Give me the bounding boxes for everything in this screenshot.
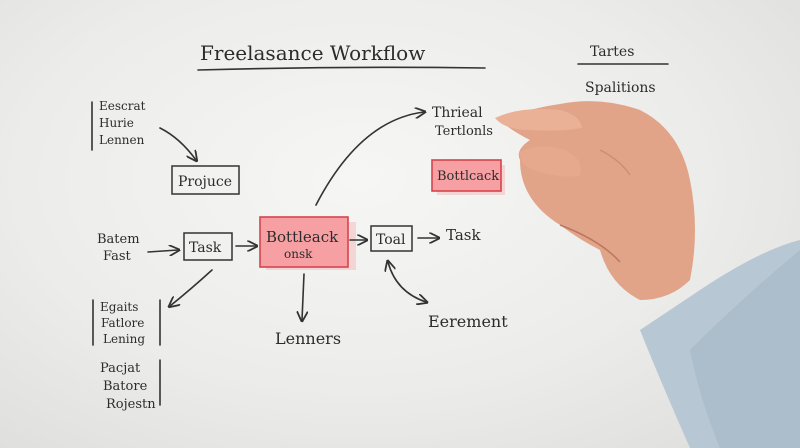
- left-bottom-line2: Batore: [103, 379, 148, 394]
- node-eerement-label: Eerement: [428, 312, 508, 331]
- node-thrieal-line2: Tertlonls: [435, 124, 493, 139]
- left-top-line1: Eescrat: [99, 99, 146, 113]
- left-lower-line1: Egaits: [100, 300, 138, 314]
- left-top-line2: Hurie: [99, 116, 134, 130]
- node-toal-box: [370, 225, 413, 252]
- corner-heading: Tartes: [590, 44, 634, 60]
- left-bottom-line3: Rojestn: [106, 397, 156, 412]
- hand-illustration: [495, 101, 800, 448]
- diagram-title: Freelasance Workflow: [200, 41, 425, 65]
- left-mid-line2: Fast: [103, 249, 132, 264]
- node-thrieal-line1: Thrieal: [432, 105, 483, 121]
- node-projuce-label: Projuce: [178, 174, 232, 190]
- arrow-bottleneck-to-lenners: [302, 273, 304, 320]
- arrow-top-to-projuce: [159, 127, 196, 160]
- arrow-toal-to-eerement: [388, 262, 426, 302]
- node-bottleneck-main: [259, 216, 349, 268]
- left-bottom-line1: Pacjat: [100, 361, 141, 376]
- arrow-lower-to-task: [170, 269, 213, 306]
- left-mid-line1: Batem: [97, 232, 140, 247]
- node-task-left-label: Task: [189, 240, 222, 256]
- node-toal-label: Toal: [376, 232, 406, 248]
- node-lenners-label: Lenners: [275, 329, 341, 348]
- left-lower-line3: Lening: [103, 332, 145, 346]
- arrow-mid-to-task: [147, 250, 178, 252]
- left-lower-line2: Fatlore: [101, 316, 144, 330]
- node-task-right-label: Task: [446, 226, 481, 244]
- arrow-bottleneck-to-thrieal: [315, 112, 424, 206]
- node-projuce-box: [171, 165, 240, 195]
- left-top-line3: Lennen: [99, 133, 145, 147]
- node-bottleneck-note: [431, 159, 502, 192]
- corner-sub: Spalitions: [585, 80, 656, 96]
- title-underline: [197, 66, 486, 71]
- node-task-left-box: [183, 232, 233, 261]
- node-bottleneck-main-line1: Bottleack: [266, 228, 339, 246]
- node-bottleneck-note-label: Bottlcack: [437, 169, 499, 184]
- node-bottleneck-main-line2: onsk: [284, 247, 313, 261]
